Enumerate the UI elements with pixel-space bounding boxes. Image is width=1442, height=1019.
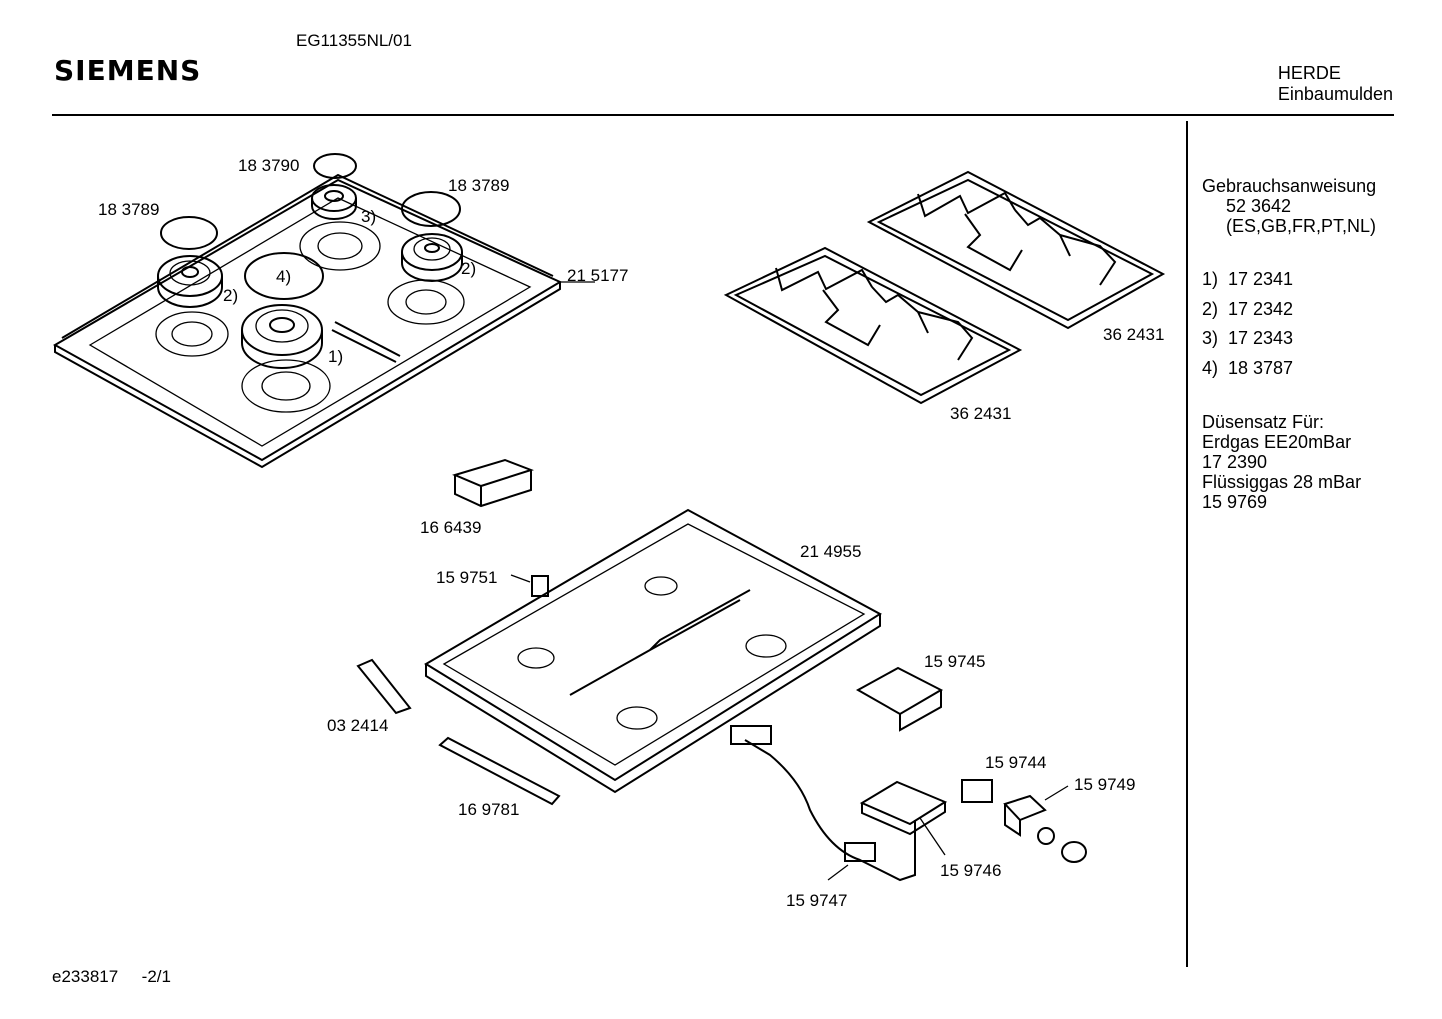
- burner-1: [241, 304, 323, 369]
- burner-cap-183789-right: [401, 191, 461, 227]
- gas-pipe-159747: [744, 739, 916, 882]
- module-box-166439: [452, 458, 535, 508]
- pan-support-upper: [866, 170, 1166, 330]
- header-divider: [52, 114, 1394, 116]
- brand-logo: SIEMENS: [54, 54, 202, 87]
- ignition-box-159746: [859, 780, 948, 856]
- part-label: 18 3790: [238, 156, 300, 175]
- pan-support-lower: [723, 246, 1023, 405]
- category-line-1: HERDE: [1277, 63, 1341, 83]
- burner-3: [311, 184, 357, 220]
- part-label: 18 3789: [98, 200, 160, 219]
- model-number: EG11355NL/01: [296, 31, 412, 50]
- gas1-name: Erdgas EE20mBar: [1202, 432, 1352, 452]
- control-knob: [1061, 841, 1087, 863]
- part-label: 15 9746: [940, 861, 1002, 880]
- valve-assembly: [730, 725, 772, 745]
- part-label: 36 2431: [950, 404, 1012, 423]
- part-label: 16 6439: [420, 518, 482, 537]
- burner-cap-183789-left: [160, 216, 218, 250]
- switch-159744: [961, 779, 993, 803]
- doc-id: e233817: [52, 967, 119, 986]
- footer: e233817 -2/1: [52, 967, 171, 987]
- bracket-159749: [1003, 785, 1069, 837]
- callout: 2): [223, 286, 239, 305]
- sidebar-divider: [1186, 121, 1188, 967]
- burner-item: 2) 17 2342: [1202, 298, 1294, 319]
- manual-title: Gebrauchsanweisung: [1202, 176, 1377, 196]
- gas1-number: 17 2390: [1202, 452, 1268, 472]
- callout: 2): [461, 259, 477, 278]
- cooktop-plate: [52, 173, 563, 469]
- part-label: 15 9751: [436, 568, 498, 587]
- burner-item: 3) 17 2343: [1202, 328, 1294, 348]
- part-label: 03 2414: [327, 716, 389, 735]
- burner-2-right: [401, 233, 463, 282]
- part-label: 21 4955: [800, 542, 862, 561]
- gas2-name: Flüssiggas 28 mBar: [1202, 472, 1362, 492]
- strip-169781: [438, 736, 561, 806]
- part-label: 15 9745: [924, 652, 986, 671]
- bracket-032414: [356, 658, 412, 715]
- burner-item: 1) 17 2341: [1202, 269, 1294, 289]
- part-label: 21 5177: [567, 266, 629, 285]
- callout: 1): [328, 347, 344, 366]
- callout: 4): [276, 267, 292, 286]
- burner-item: 4) 18 3787: [1202, 357, 1294, 378]
- manual-number: 52 3642: [1226, 196, 1292, 216]
- manual-block: Gebrauchsanweisung 52 3642 (ES,GB,FR,PT,…: [1202, 176, 1376, 236]
- page-number: -2/1: [141, 967, 171, 986]
- manual-languages: (ES,GB,FR,PT,NL): [1226, 216, 1377, 236]
- base-tray: [424, 508, 882, 794]
- part-label: 15 9747: [786, 891, 848, 910]
- part-label: 15 9749: [1074, 775, 1136, 794]
- connector-159751: [510, 574, 549, 597]
- nozzle-title: Düsensatz Für:: [1202, 412, 1325, 432]
- category: HERDE Einbaumulden: [1278, 63, 1393, 105]
- category-line-2: Einbaumulden: [1277, 84, 1393, 104]
- callout: 3): [361, 207, 377, 226]
- burner-2-left: [157, 255, 223, 308]
- part-label: 18 3789: [448, 176, 510, 195]
- part-label: 16 9781: [458, 800, 520, 819]
- nozzle-block: Düsensatz Für: Erdgas EE20mBar 17 2390 F…: [1202, 412, 1361, 512]
- cover-159745: [855, 666, 944, 732]
- burner-cap-183790: [313, 153, 357, 179]
- gas2-number: 15 9769: [1202, 492, 1268, 512]
- part-label: 36 2431: [1103, 325, 1165, 344]
- part-label: 15 9744: [985, 753, 1047, 772]
- knob-spring: [1037, 827, 1055, 845]
- burner-list: 1) 17 2341 2) 17 2342 3) 17 2343 4) 18 3…: [1202, 265, 1293, 383]
- burner-cap-4: [244, 252, 324, 300]
